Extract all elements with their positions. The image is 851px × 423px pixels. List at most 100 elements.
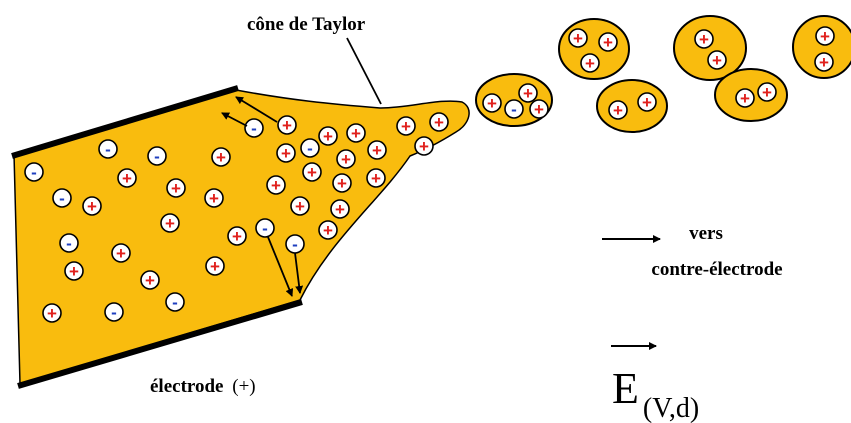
positive-ion: + <box>140 270 160 290</box>
plus-sign: + <box>613 101 623 120</box>
ion-circle <box>42 303 62 323</box>
negative-ion: - <box>504 99 524 119</box>
ion-circle <box>580 53 600 73</box>
positive-ion: + <box>396 116 416 136</box>
force-arrow <box>267 236 294 297</box>
ion-circle <box>147 146 167 166</box>
negative-ion: - <box>104 302 124 322</box>
ion-circle <box>24 162 44 182</box>
electrode-label-sign: (+) <box>232 376 255 397</box>
negative-ion: - <box>285 234 305 254</box>
ion-circle <box>104 302 124 322</box>
ion-circle <box>300 138 320 158</box>
ion-circle <box>336 149 356 169</box>
ion-circle <box>277 115 297 135</box>
positive-ion: + <box>482 93 502 113</box>
ion-circle <box>608 100 628 120</box>
plus-sign: + <box>210 257 220 276</box>
positive-ion: + <box>330 199 350 219</box>
positive-ion: + <box>346 123 366 143</box>
plus-sign: + <box>323 221 333 240</box>
plus-sign: + <box>209 189 219 208</box>
positive-ion: + <box>277 115 297 135</box>
ion-circle <box>140 270 160 290</box>
ion-circle <box>366 168 386 188</box>
direction-label-line2: contre-électrode <box>651 259 782 280</box>
positive-ion: + <box>82 196 102 216</box>
ion-circle <box>694 29 714 49</box>
force-arrow <box>235 96 278 123</box>
ion-circle <box>735 88 755 108</box>
positive-ion: + <box>707 50 727 70</box>
positive-ion: + <box>318 220 338 240</box>
force-arrow <box>294 252 304 294</box>
positive-ion: + <box>757 82 777 102</box>
ion-circle <box>211 147 231 167</box>
plus-sign: + <box>434 113 444 132</box>
ion-circle <box>346 123 366 143</box>
negative-ion: - <box>165 292 185 312</box>
positive-ion: + <box>266 175 286 195</box>
electrode-label-word: électrode <box>150 376 224 397</box>
positive-ion: + <box>429 112 449 132</box>
plus-sign: + <box>699 30 709 49</box>
positive-ion: + <box>608 100 628 120</box>
positive-ion: + <box>64 261 84 281</box>
ion-circle <box>414 136 434 156</box>
plus-sign: + <box>351 124 361 143</box>
plus-sign: + <box>762 83 772 102</box>
minus-sign: - <box>511 100 517 119</box>
positive-ion: + <box>694 29 714 49</box>
plus-sign: + <box>337 174 347 193</box>
positive-ion: + <box>227 226 247 246</box>
positive-ion: + <box>332 173 352 193</box>
negative-ion: - <box>24 162 44 182</box>
ion-circle <box>482 93 502 113</box>
minus-sign: - <box>307 139 313 158</box>
plus-sign: + <box>401 117 411 136</box>
positive-ion: + <box>111 243 131 263</box>
positive-ion: + <box>637 92 657 112</box>
minus-sign: - <box>292 235 298 254</box>
positive-ion: + <box>205 256 225 276</box>
field-subscript: (V,d) <box>643 393 699 423</box>
ion-circle <box>255 218 275 238</box>
positive-ion: + <box>276 143 296 163</box>
plus-sign: + <box>487 94 497 113</box>
positive-ion: + <box>580 53 600 73</box>
force-arrow <box>221 112 248 127</box>
positive-ion: + <box>42 303 62 323</box>
ion-circle <box>637 92 657 112</box>
positive-ion: + <box>166 178 186 198</box>
ion-circle <box>330 199 350 219</box>
plus-sign: + <box>282 116 292 135</box>
plus-sign: + <box>171 179 181 198</box>
ion-circle <box>707 50 727 70</box>
electrode-plate-bottom <box>17 299 303 389</box>
plus-sign: + <box>122 169 132 188</box>
positive-ion: + <box>290 196 310 216</box>
negative-ion: - <box>147 146 167 166</box>
droplet <box>673 15 747 81</box>
negative-ion: - <box>59 233 79 253</box>
direction-label-line1: vers <box>689 223 723 244</box>
plus-sign: + <box>341 150 351 169</box>
ion-circle <box>290 196 310 216</box>
plus-sign: + <box>820 27 830 46</box>
plus-sign: + <box>47 304 57 323</box>
ion-circle <box>396 116 416 136</box>
plus-sign: + <box>323 127 333 146</box>
ion-circle <box>367 140 387 160</box>
plus-sign: + <box>534 100 544 119</box>
positive-ion: + <box>302 162 322 182</box>
plus-sign: + <box>145 271 155 290</box>
ion-circle <box>429 112 449 132</box>
ion-circle <box>266 175 286 195</box>
ion-circle <box>59 233 79 253</box>
field-symbol: E (V,d) <box>612 364 699 423</box>
ion-circle <box>227 226 247 246</box>
plus-sign: + <box>295 197 305 216</box>
ion-circle <box>98 139 118 159</box>
positive-ion: + <box>211 147 231 167</box>
